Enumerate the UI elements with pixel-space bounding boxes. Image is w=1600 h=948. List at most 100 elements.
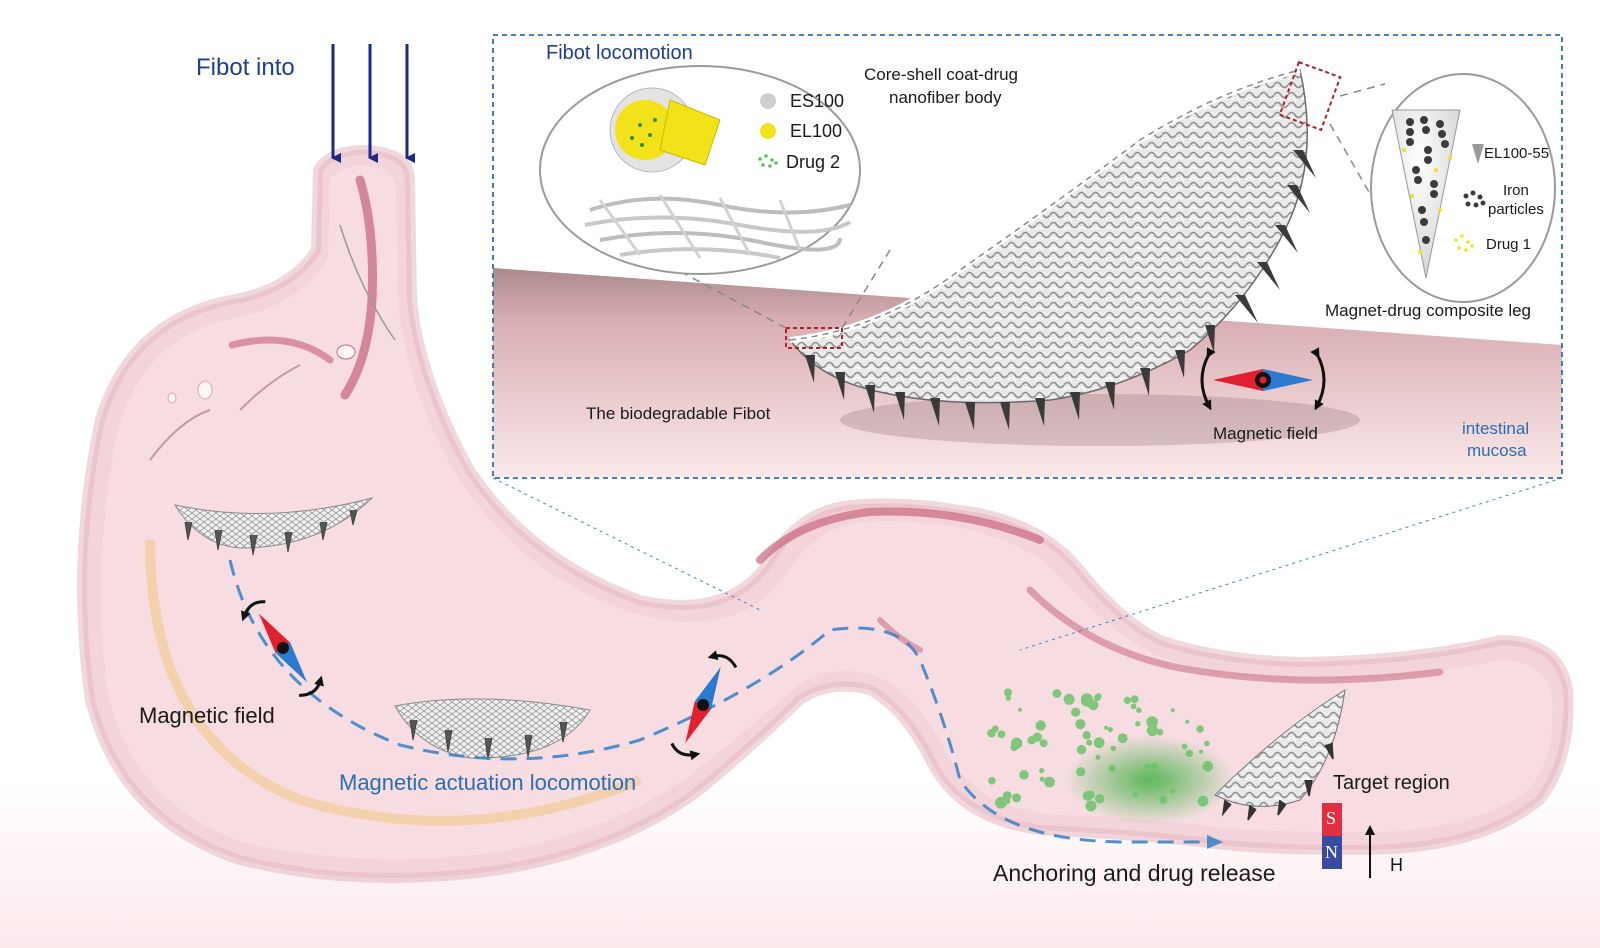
- drug-particle: [1052, 689, 1062, 698]
- fibot-in-stomach-lower: [394, 698, 591, 761]
- drug-particle: [1185, 749, 1194, 758]
- fibot-leg-spike: [865, 385, 875, 413]
- mucosa-label-line2: mucosa: [1467, 441, 1527, 460]
- drug-particle: [1144, 763, 1151, 770]
- drug-particle: [1130, 695, 1139, 704]
- drug-particle: [1063, 693, 1075, 705]
- target-magnet: [1322, 803, 1375, 878]
- fibot-leg-spike: [1070, 392, 1080, 420]
- drug-particle: [987, 728, 996, 738]
- inset-field-caption: Magnetic field: [1213, 424, 1318, 443]
- drug-particle: [1095, 794, 1105, 804]
- intake-arrows: [331, 44, 415, 163]
- drug-particle: [1150, 762, 1159, 771]
- drug-particle: [1011, 793, 1022, 803]
- inset-panel: [492, 34, 1563, 479]
- drug-particle: [1035, 720, 1046, 731]
- field-h-label: H: [1390, 855, 1403, 875]
- stomach-field-caption: Magnetic field: [139, 703, 275, 728]
- drug-particle: [1093, 737, 1105, 749]
- drug-particle: [1110, 745, 1117, 752]
- legend-drug2: Drug 2: [786, 152, 841, 172]
- drug-particle: [1185, 719, 1190, 724]
- drug-particles: [987, 688, 1214, 812]
- drug-particle: [1010, 743, 1018, 752]
- drug-particle: [1094, 694, 1101, 702]
- drug-particle: [995, 796, 1007, 809]
- drug-particle: [1085, 800, 1097, 812]
- drug-particle: [1005, 695, 1011, 701]
- compass-stomach-right: [670, 650, 738, 761]
- target-caption: Target region: [1333, 772, 1450, 794]
- fibot-leg-spike: [1275, 225, 1298, 253]
- drug-particle: [1197, 795, 1209, 807]
- fibot-leg-spike: [965, 402, 975, 430]
- fibot-leg-spike: [1235, 295, 1258, 323]
- fibot-leg-spike: [1293, 150, 1316, 178]
- drug-particle: [1123, 696, 1131, 705]
- drug-particle: [988, 777, 996, 785]
- fibot-leg-spike: [1257, 262, 1280, 290]
- fibot-in-stomach-upper: [173, 497, 374, 556]
- drug-particle: [1170, 788, 1176, 794]
- drug-particle: [1136, 707, 1142, 713]
- drug-particle: [1151, 779, 1160, 788]
- drug-particle: [997, 730, 1006, 739]
- drug-particle: [1130, 703, 1137, 710]
- fibot-anchored: [1214, 689, 1346, 821]
- drug-particle: [1104, 725, 1109, 730]
- compass-stomach-left: [240, 600, 324, 697]
- drug-particle: [1181, 743, 1188, 750]
- drug-particle: [1203, 740, 1210, 747]
- legend-drug1: Drug 1: [1486, 236, 1532, 253]
- intake-label: Fibot into: [196, 54, 295, 81]
- fibot-leg-spike: [895, 392, 905, 420]
- legend-el100: EL100: [790, 121, 843, 141]
- drug-particle: [1044, 776, 1055, 788]
- fibot-leg-spike: [1175, 350, 1185, 378]
- fibot-leg-spike: [1000, 402, 1010, 430]
- drug-particle: [1071, 707, 1081, 717]
- drug-particle: [1076, 767, 1086, 777]
- zoom-box-body: [785, 327, 843, 349]
- drug-particle: [1039, 768, 1045, 774]
- legend-el100-55: EL100-55: [1484, 145, 1550, 162]
- drug-particle: [1170, 708, 1175, 713]
- drug-particle: [1018, 707, 1023, 712]
- fibot-caption: The biodegradable Fibot: [586, 404, 771, 423]
- drug-particle: [1004, 798, 1011, 805]
- magnet-n-label: N: [1325, 842, 1338, 862]
- drug-particle: [1146, 716, 1158, 728]
- drug-release-cloud: [987, 688, 1235, 825]
- drug-particle: [1003, 688, 1013, 697]
- leg-caption: Magnet-drug composite leg: [1325, 301, 1532, 320]
- drug-particle: [1135, 721, 1141, 727]
- drug-particle: [1132, 791, 1139, 798]
- drug-particle: [1002, 791, 1012, 800]
- drug-particle: [1117, 733, 1128, 744]
- drug-particle: [1199, 749, 1204, 754]
- fibot-leg-spike: [1035, 398, 1045, 426]
- drug-particle: [1095, 754, 1101, 760]
- body-label-line2: nanofiber body: [889, 88, 1002, 107]
- fibot-leg-spike: [1205, 325, 1215, 353]
- locomotion-caption: Magnetic actuation locomotion: [339, 770, 637, 795]
- drug-particle: [1159, 795, 1168, 804]
- drug-particle: [1076, 744, 1087, 755]
- drug-particle: [1032, 732, 1043, 742]
- body-label-line1: Core-shell coat-drug: [864, 65, 1019, 84]
- legend-iron-line1: Iron: [1503, 182, 1529, 199]
- legend-es100: ES100: [790, 91, 845, 111]
- drug-particle: [1196, 725, 1204, 733]
- inset-title: Fibot locomotion: [546, 42, 693, 64]
- stomach-intestine-organ: [77, 144, 1574, 883]
- drug-particle: [1107, 727, 1113, 733]
- inset-connector-lines: [492, 477, 1563, 651]
- drug-particle: [1039, 776, 1045, 782]
- fibot-leg-spike: [1287, 185, 1310, 213]
- iron-particles-in-leg: [1406, 116, 1449, 244]
- drug-particle: [1205, 766, 1211, 772]
- drug-particle: [1082, 731, 1091, 740]
- leg-callout: [1370, 73, 1556, 303]
